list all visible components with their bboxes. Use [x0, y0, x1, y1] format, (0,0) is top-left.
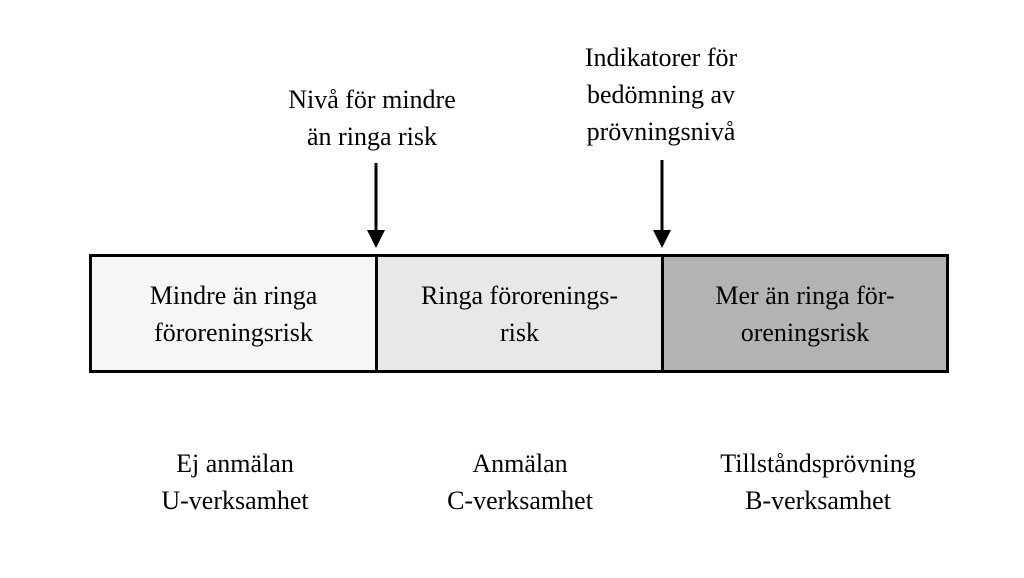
level-line: Ringa förorenings-	[420, 280, 619, 310]
level-line: Mer än ringa för-	[715, 280, 895, 310]
level-line: oreningsrisk	[740, 317, 870, 347]
outcome-no-notification: Ej anmälan U-verksamhet	[85, 445, 385, 519]
level-line: Mindre än ringa	[149, 280, 318, 310]
arrow-minor-risk-head	[367, 230, 385, 248]
threshold-label-line: Indikatorer för	[584, 43, 738, 72]
outcome-line: Ej anmälan	[176, 449, 294, 478]
level-line: risk	[500, 317, 539, 347]
level-minor-risk: Mindre än ringa föroreningsrisk	[92, 257, 378, 370]
outcome-line: B-verksamhet	[745, 486, 891, 515]
threshold-label-line: Nivå för mindre	[288, 85, 456, 114]
outcome-line: C-verksamhet	[447, 486, 593, 515]
outcome-line: Tillståndsprövning	[720, 449, 916, 478]
threshold-label-minor-risk: Nivå för mindre än ringa risk	[222, 81, 522, 155]
level-more-than-minor-risk: Mer än ringa för- oreningsrisk	[664, 257, 946, 370]
level-minor-pollution-risk: Ringa förorenings- risk	[378, 257, 664, 370]
threshold-label-line: prövningsnivå	[586, 117, 736, 146]
arrow-indicators-head	[653, 230, 671, 248]
outcome-notification: Anmälan C-verksamhet	[370, 445, 670, 519]
threshold-label-line: än ringa risk	[307, 122, 437, 151]
risk-scale: Mindre än ringa föroreningsrisk Ringa fö…	[89, 254, 949, 373]
outcome-line: U-verksamhet	[161, 486, 309, 515]
threshold-label-line: bedömning av	[586, 80, 736, 109]
level-line: föroreningsrisk	[154, 317, 313, 347]
outcome-permit: Tillståndsprövning B-verksamhet	[668, 445, 968, 519]
outcome-line: Anmälan	[472, 449, 568, 478]
threshold-label-indicators: Indikatorer för bedömning av prövningsni…	[511, 39, 811, 150]
